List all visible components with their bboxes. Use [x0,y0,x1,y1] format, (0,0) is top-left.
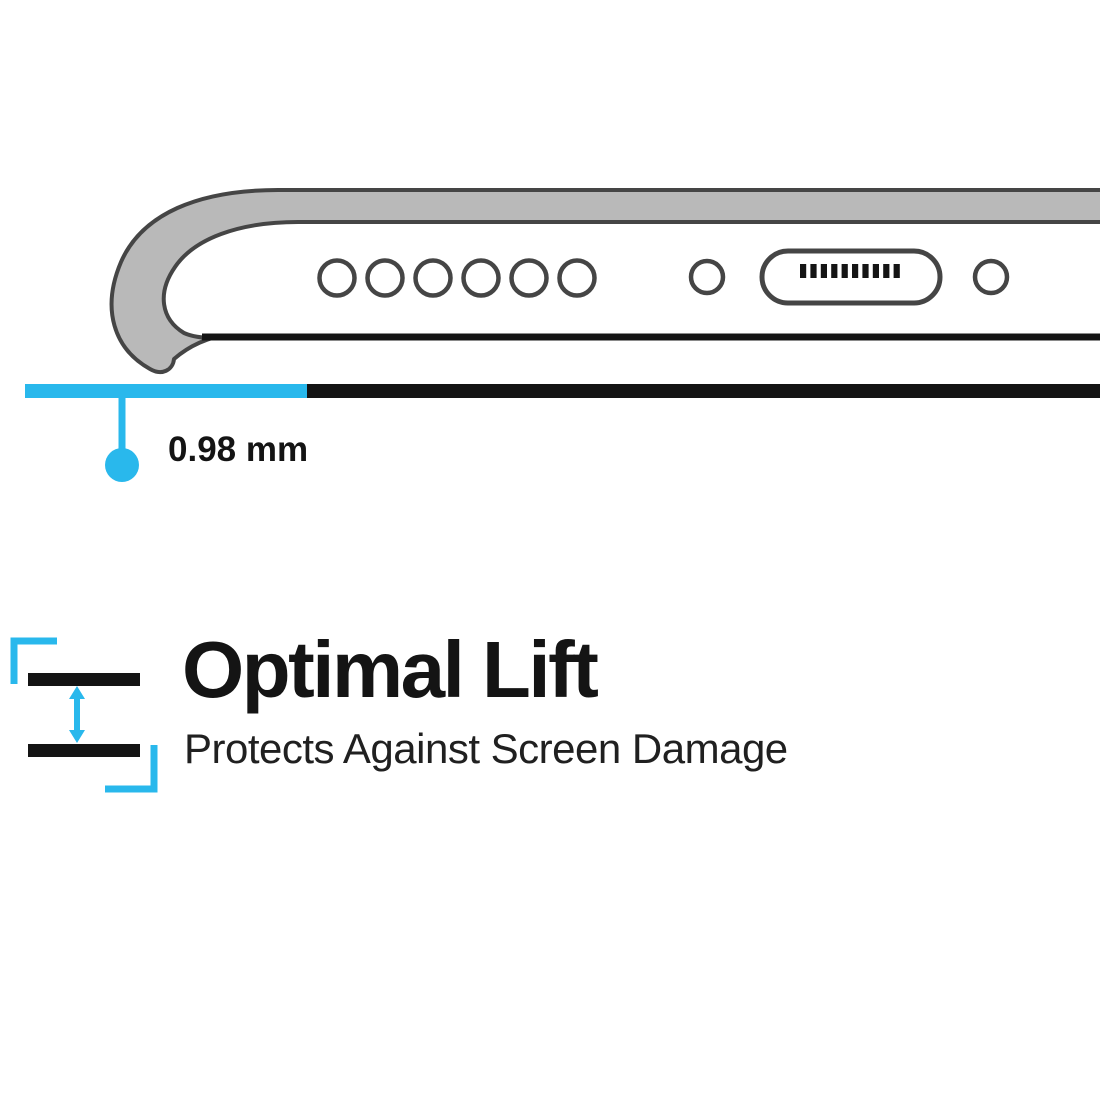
lift-level-line-cyan [25,384,307,398]
speaker-hole [461,258,501,298]
speaker-hole [413,258,453,298]
speaker-hole [557,258,597,298]
lift-height-icon [10,637,158,793]
screw-hole-left [688,258,726,296]
feature-title: Optimal Lift [182,625,599,714]
vertical-arrow-icon [69,686,85,743]
speaker-hole [365,258,405,298]
charging-port [759,248,943,306]
speaker-hole [317,258,357,298]
screw-hole-right [972,258,1010,296]
top-surface-bar [28,673,140,686]
measurement-label: 0.98 mm [168,430,308,469]
feature-subtitle: Protects Against Screen Damage [184,725,788,772]
screen-level-line-black [307,384,1100,398]
charging-port-pins [800,264,900,278]
speaker-hole [509,258,549,298]
bracket-top-left-icon [10,637,57,684]
measurement-leader-line [118,398,126,450]
speaker-holes [317,258,597,298]
bottom-surface-bar [28,744,140,757]
phone-body [161,220,1100,340]
bracket-bottom-right-icon [105,745,158,793]
phone-bottom-edge-illustration: 0.98 mm [25,188,1100,482]
measurement-dot [105,448,139,482]
